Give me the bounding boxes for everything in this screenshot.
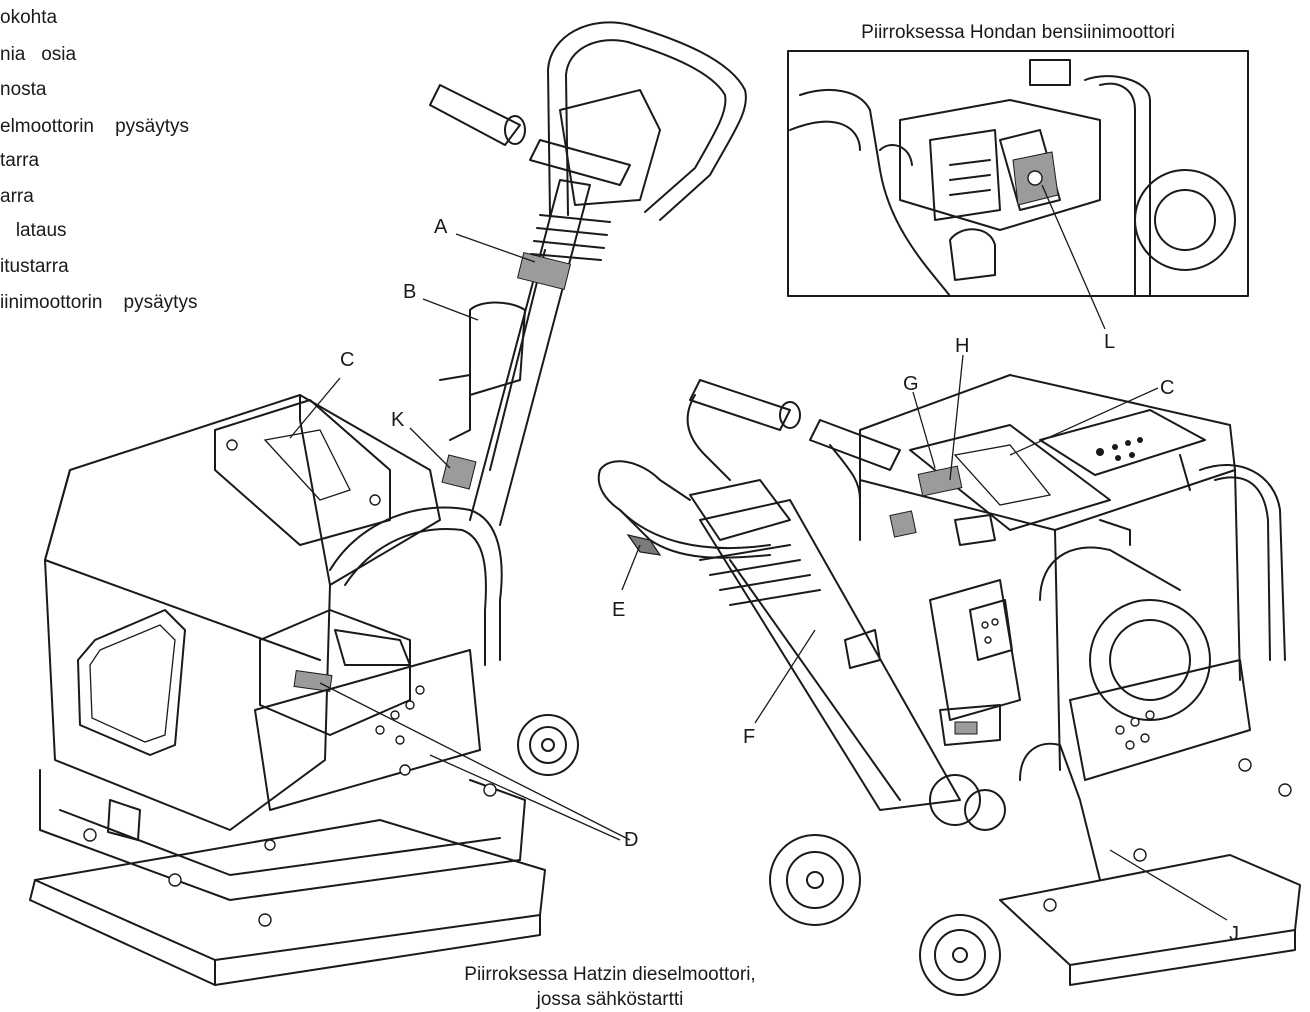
callout-c-right: C (1160, 377, 1175, 399)
left-compactor (29, 21, 747, 986)
callout-k: K (391, 409, 405, 431)
legend-item: arra (0, 186, 34, 207)
legend-item: itustarra (0, 256, 69, 277)
callout-g: G (903, 373, 919, 395)
legend-item: elmoottorin pysäytys (0, 116, 190, 137)
callout-l: L (1104, 331, 1116, 353)
bottom-caption: Piirroksessa Hatzin dieselmoottori, joss… (395, 962, 825, 1012)
bottom-caption-line: Piirroksessa Hatzin dieselmoottori, (464, 964, 756, 985)
leader-lines (289, 184, 1228, 921)
callout-c-left: C (340, 349, 355, 371)
legend-item: nia osia (0, 44, 77, 65)
legend-item: tarra (0, 150, 40, 171)
callout-a: A (434, 216, 448, 238)
legend-item: lataus (0, 220, 67, 241)
inset-caption: Piirroksessa Hondan bensiinimoottori (861, 22, 1175, 43)
legend-item: iinimoottorin pysäytys (0, 292, 198, 313)
right-compactor (597, 374, 1301, 996)
callout-b: B (403, 281, 417, 303)
callout-j: J (1229, 923, 1239, 945)
callout-h: H (955, 335, 970, 357)
callout-e: E (612, 599, 626, 621)
callout-d: D (624, 829, 639, 851)
bottom-caption-line: jossa sähköstartti (536, 989, 684, 1010)
legend-item: okohta (0, 7, 58, 28)
legend-item: nosta (0, 79, 47, 100)
inset-honda-view (787, 50, 1249, 297)
callout-f: F (743, 726, 756, 748)
